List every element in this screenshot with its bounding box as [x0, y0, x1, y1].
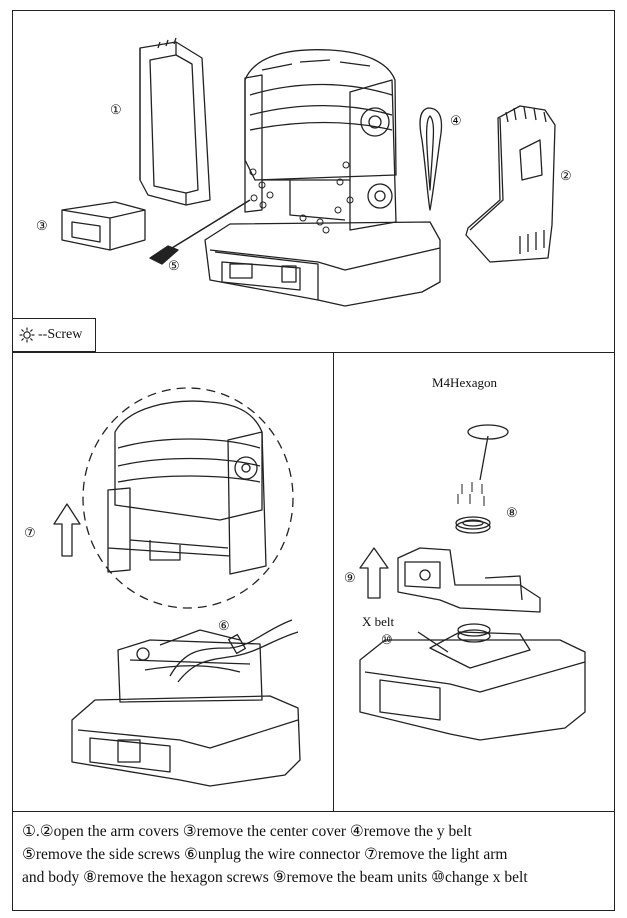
beam-units [397, 547, 541, 613]
beam-ring [455, 516, 491, 534]
light-arm-body [107, 400, 267, 575]
y-belt [419, 107, 443, 211]
caption-panel [12, 811, 615, 911]
screw-legend: --Screw [12, 318, 96, 352]
hex-key [467, 424, 509, 481]
label-m4-hexagon: M4Hexagon [432, 375, 497, 390]
arrow-up-7 [53, 503, 81, 557]
caption-line-3: and body ⑧remove the hexagon screws ⑨rem… [22, 869, 528, 886]
hexagon-screws [457, 482, 485, 506]
screw-markers [249, 161, 354, 234]
base-assembly-left [71, 629, 301, 787]
callout-10: ⑩ [381, 632, 393, 647]
label-x-belt: X belt [362, 614, 395, 629]
screw-icon [19, 327, 35, 343]
callout-9: ⑨ [344, 570, 356, 585]
screwdriver [149, 199, 251, 265]
callout-7: ⑦ [24, 525, 36, 540]
center-cover [61, 201, 146, 251]
arm-cover-left [139, 37, 211, 206]
base-assembly-right [359, 623, 586, 741]
callout-4: ④ [450, 113, 462, 128]
caption-line-1: ①.②open the arm covers ③remove the cente… [22, 823, 472, 840]
wire-connector [169, 619, 299, 683]
callout-8: ⑧ [506, 505, 518, 520]
callout-3: ③ [36, 218, 48, 233]
callout-1: ① [110, 102, 122, 117]
legend-text: --Screw [38, 327, 83, 342]
moving-head-fixture [204, 49, 441, 307]
callout-2: ② [560, 168, 572, 183]
arm-cover-right [465, 105, 556, 263]
callout-5: ⑤ [168, 258, 180, 273]
arrow-up-9 [359, 547, 389, 599]
caption-line-2: ⑤remove the side screws ⑥unplug the wire… [22, 846, 508, 863]
dashed-highlight [82, 387, 294, 609]
callout-6: ⑥ [218, 618, 230, 633]
